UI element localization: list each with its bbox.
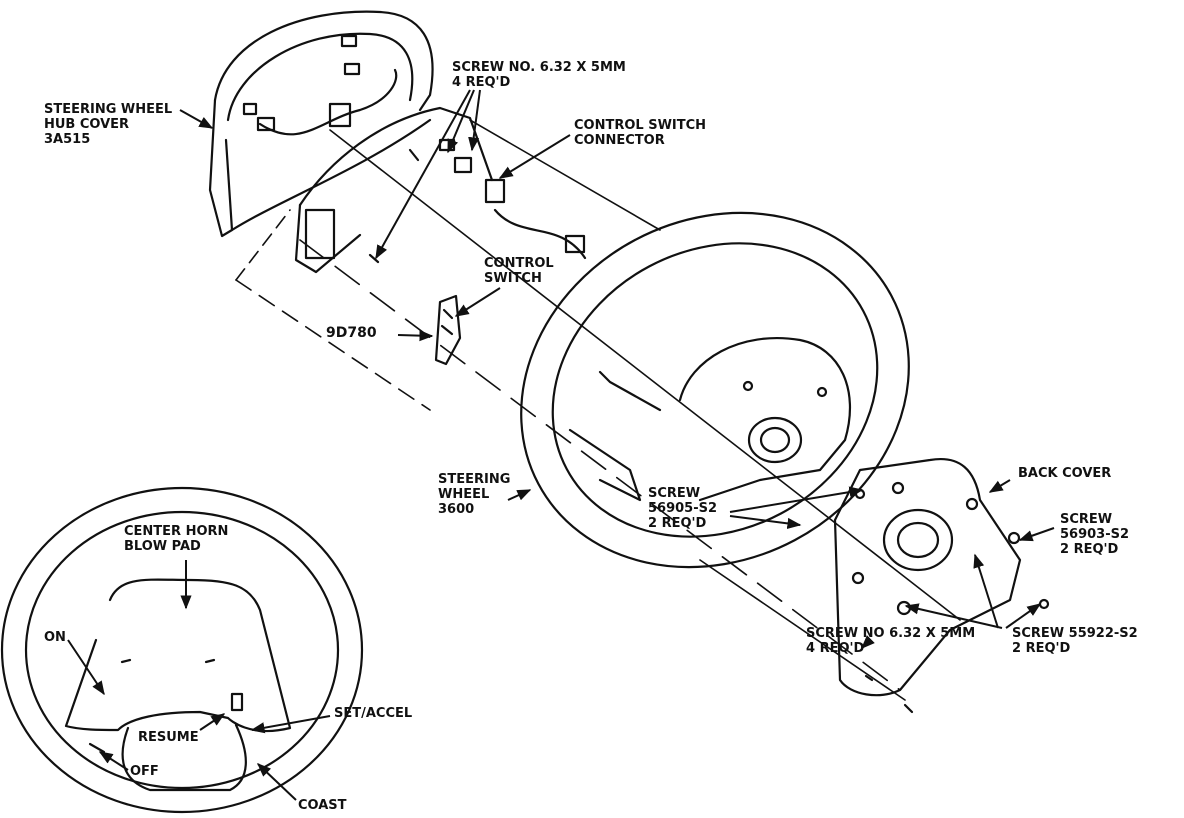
- label-screw-top-line-2: 4 REQ'D: [452, 75, 511, 90]
- label-off-text: OFF: [130, 764, 159, 779]
- leader-hub-cover: [179, 109, 214, 129]
- leader-55922-2: [1005, 603, 1042, 629]
- label-center-horn-line-1: CENTER HORN: [124, 524, 229, 539]
- label-control-switch-line-1: CONTROL: [484, 256, 554, 271]
- label-screw-56905: SCREW 56905-S2 2 REQ'D: [648, 486, 717, 531]
- label-56903-line-3: 2 REQ'D: [1060, 542, 1119, 557]
- leader-lines: [67, 89, 1055, 801]
- label-screw-top-line-1: SCREW NO. 6.32 X 5mm: [452, 60, 626, 75]
- label-steering-wheel-line-3: 3600: [438, 502, 475, 517]
- label-screw-top: SCREW NO. 6.32 X 5mm 4 REQ'D: [452, 60, 626, 90]
- label-screw-bottom-line-1: SCREW NO 6.32 X 5mm: [806, 626, 976, 641]
- leader-56905-2: [729, 515, 802, 529]
- leader-connector: [498, 134, 571, 179]
- label-control-switch-line-2: SWITCH: [484, 271, 542, 286]
- leader-9d780: [397, 330, 434, 342]
- leader-coast: [256, 763, 297, 801]
- leader-screw-top-1: [375, 89, 471, 260]
- leader-back-cover: [988, 479, 1011, 493]
- label-9d780: 9D780: [326, 326, 377, 341]
- label-control-switch: CONTROL SWITCH: [484, 256, 554, 286]
- label-center-horn-line-2: BLOW PAD: [124, 539, 201, 554]
- switch-housing-part: [294, 106, 587, 274]
- label-56905-line-2: 56905-S2: [648, 501, 718, 516]
- label-hub-cover-line-1: STEERING WHEEL: [44, 102, 173, 117]
- label-resume-text: RESUME: [138, 730, 199, 745]
- leader-set-accel: [250, 715, 331, 734]
- exploded-axis-lines: [235, 119, 961, 701]
- back-cover-part: [833, 457, 1050, 714]
- label-steering-wheel-line-2: WHEEL: [438, 487, 490, 502]
- control-switch-part: [434, 294, 462, 366]
- label-resume: RESUME: [138, 730, 199, 745]
- label-set-accel-text: SET/ACCEL: [334, 706, 413, 721]
- label-screw-bottom: SCREW NO 6.32 X 5mm 4 REQ'D: [806, 626, 975, 656]
- label-control-switch-connector: CONTROL SWITCH CONNECTOR: [574, 118, 706, 148]
- label-screw-56903: SCREW 56903-S2 2 REQ'D: [1060, 512, 1129, 557]
- leader-screw-top-2: [447, 89, 475, 154]
- leader-56905-1: [729, 486, 864, 513]
- label-off: OFF: [130, 764, 159, 779]
- leader-control-switch: [454, 287, 501, 317]
- label-steering-wheel: STEERING WHEEL 3600: [438, 472, 510, 517]
- label-on: ON: [44, 630, 66, 645]
- label-hub-cover-line-2: HUB COVER: [44, 117, 130, 132]
- leader-off: [98, 751, 129, 771]
- steering-wheel-detail-view: [0, 486, 364, 814]
- label-56903-line-1: SCREW: [1060, 512, 1113, 527]
- label-56903-line-2: 56903-S2: [1060, 527, 1130, 542]
- label-56905-line-1: SCREW: [648, 486, 701, 501]
- leader-screw-bottom: [861, 635, 875, 649]
- label-55922-line-2: 2 REQ'D: [1012, 641, 1071, 656]
- leader-steering-wheel: [507, 489, 532, 501]
- label-coast-text: COAST: [298, 798, 347, 813]
- label-55922-line-1: SCREW 55922-S2: [1012, 626, 1138, 641]
- label-9d780-text: 9D780: [326, 325, 377, 341]
- label-back-cover: BACK COVER: [1018, 466, 1111, 481]
- label-on-text: ON: [44, 630, 66, 645]
- steering-wheel-rim: [520, 211, 910, 569]
- label-coast: COAST: [298, 798, 347, 813]
- leader-screw-top-3: [468, 89, 481, 152]
- label-screw-55922: SCREW 55922-S2 2 REQ'D: [1012, 626, 1138, 656]
- leader-55922-3: [973, 553, 999, 629]
- label-56905-line-3: 2 REQ'D: [648, 516, 707, 531]
- label-hub-cover-line-3: 3A515: [44, 132, 91, 147]
- leader-resume: [199, 713, 226, 731]
- label-steering-wheel-line-1: STEERING: [438, 472, 511, 487]
- label-hub-cover: STEERING WHEEL HUB COVER 3A515: [44, 102, 172, 147]
- hub-cover-part: [208, 10, 434, 238]
- leader-56903: [1018, 527, 1055, 542]
- label-screw-bottom-line-2: 4 REQ'D: [806, 641, 865, 656]
- label-connector-line-2: CONNECTOR: [574, 133, 665, 148]
- label-connector-line-1: CONTROL SWITCH: [574, 118, 707, 133]
- label-back-cover-text: BACK COVER: [1018, 466, 1112, 481]
- label-center-horn: CENTER HORN BLOW PAD: [124, 524, 228, 554]
- steering-wheel-hub: [678, 337, 866, 502]
- leader-on: [67, 639, 105, 696]
- leader-55922-1: [904, 603, 1003, 629]
- label-set-accel: SET/ACCEL: [334, 706, 412, 721]
